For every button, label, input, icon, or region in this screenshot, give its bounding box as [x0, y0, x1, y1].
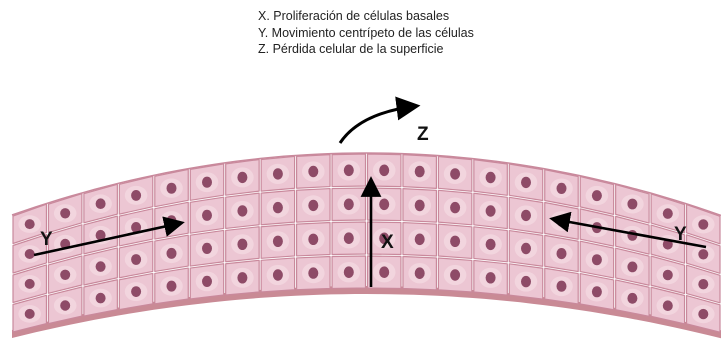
cell-nucleus	[486, 205, 496, 216]
cell-nucleus	[415, 166, 425, 178]
cell-nucleus	[202, 243, 212, 254]
cell-nucleus	[557, 281, 567, 292]
cell-nucleus	[663, 300, 673, 311]
cell-nucleus	[167, 248, 177, 259]
cell-nucleus	[131, 254, 141, 265]
cell-nucleus	[308, 234, 318, 245]
cell-nucleus	[273, 236, 283, 247]
cell-nucleus	[663, 270, 673, 281]
cell-nucleus	[344, 266, 354, 278]
cell-nucleus	[592, 254, 602, 265]
cell-nucleus	[698, 249, 708, 259]
cell-nucleus	[486, 172, 496, 183]
cell-nucleus	[450, 236, 460, 247]
arrow-z: Z	[340, 106, 429, 145]
cell-nucleus	[379, 165, 389, 177]
cell-nucleus	[60, 208, 70, 218]
cell-nucleus	[486, 272, 496, 283]
cell-nucleus	[344, 199, 354, 211]
cell-nucleus	[131, 286, 141, 297]
cell-nucleus	[698, 219, 708, 229]
cell-nucleus	[557, 183, 567, 194]
epithelium-tissue	[12, 153, 721, 338]
epithelium-surface	[12, 153, 721, 215]
cell-nucleus	[308, 200, 318, 211]
basement-membrane	[12, 286, 721, 338]
cell-nucleus	[557, 248, 567, 259]
cell-nucleus	[415, 267, 425, 279]
cell-nucleus	[521, 210, 531, 221]
cell-nucleus	[627, 199, 637, 210]
cell-nucleus	[521, 177, 531, 188]
arrow-x-label: X	[381, 232, 394, 253]
cell-nucleus	[344, 165, 354, 177]
cell-nucleus	[592, 286, 602, 297]
cell-nucleus	[450, 202, 460, 213]
cell-nucleus	[308, 166, 318, 177]
cell-nucleus	[415, 200, 425, 212]
cell-nucleus	[237, 172, 247, 183]
cell-nucleus	[25, 279, 35, 289]
cell-nucleus	[663, 208, 673, 219]
cell-nucleus	[627, 293, 637, 304]
cell-nucleus	[486, 239, 496, 250]
cell-nucleus	[96, 198, 106, 209]
cell-nucleus	[379, 266, 389, 278]
cell-nucleus	[25, 219, 35, 229]
cell-nucleus	[627, 262, 637, 273]
cell-nucleus	[96, 293, 106, 304]
cell-nucleus	[273, 269, 283, 280]
cell-nucleus	[60, 270, 70, 280]
cell-nucleus	[592, 190, 602, 201]
cell-nucleus	[344, 232, 354, 244]
cell-nucleus	[131, 190, 141, 201]
cell-layers	[13, 154, 720, 332]
cell-nucleus	[698, 309, 708, 319]
cell-nucleus	[521, 243, 531, 254]
cell-nucleus	[202, 177, 212, 188]
cell-nucleus	[698, 279, 708, 289]
cell-nucleus	[25, 309, 35, 319]
arrow-z-label: Z	[417, 124, 429, 145]
cell-nucleus	[450, 168, 460, 179]
cell-nucleus	[308, 267, 318, 278]
cell-nucleus	[415, 234, 425, 246]
cell-nucleus	[521, 276, 531, 287]
arrow-y-left-label: Y	[40, 229, 53, 250]
cell-nucleus	[237, 239, 247, 250]
arrow-y-right-label: Y	[674, 224, 687, 245]
cell-nucleus	[96, 261, 106, 272]
cell-nucleus	[25, 249, 35, 259]
cell-nucleus	[450, 269, 460, 280]
cell-nucleus	[167, 183, 177, 194]
cell-nucleus	[237, 272, 247, 283]
cell-nucleus	[273, 168, 283, 179]
cell-nucleus	[167, 281, 177, 292]
cell-nucleus	[273, 202, 283, 213]
cell-nucleus	[60, 300, 70, 310]
cell-nucleus	[202, 276, 212, 287]
cell-nucleus	[379, 199, 389, 211]
cell-nucleus	[237, 205, 247, 216]
cell-nucleus	[202, 210, 212, 221]
